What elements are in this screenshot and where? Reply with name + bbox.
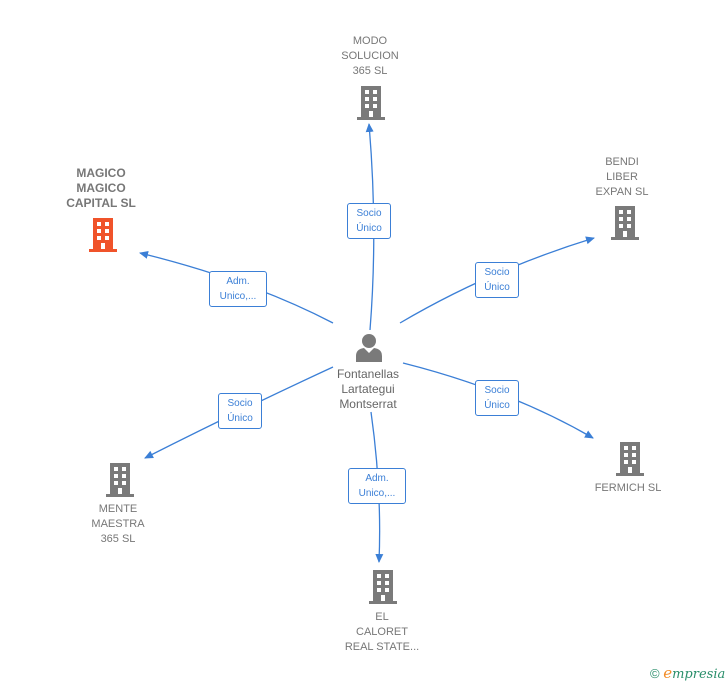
node-line: REAL STATE... bbox=[344, 641, 420, 653]
edge-line: Unico,... bbox=[219, 291, 257, 302]
node-label-magico[interactable]: MAGICO MAGICO CAPITAL SL bbox=[46, 166, 156, 211]
brand-e: e bbox=[663, 664, 673, 682]
node-line: EXPAN SL bbox=[595, 186, 649, 198]
edge-label-mente[interactable]: Socio Único bbox=[218, 393, 262, 429]
edge-line: Socio bbox=[227, 398, 253, 409]
edge-label-fermich[interactable]: Socio Único bbox=[475, 380, 519, 416]
node-line: LIBER bbox=[606, 171, 638, 183]
building-icon[interactable] bbox=[105, 461, 135, 497]
node-line: MAESTRA bbox=[91, 518, 145, 530]
center-line-1: Fontanellas bbox=[336, 367, 400, 381]
center-person-label[interactable]: Fontanellas Lartategui Montserrat bbox=[318, 367, 418, 412]
node-line: SOLUCION bbox=[341, 50, 399, 62]
edge-line: Único bbox=[227, 413, 253, 424]
building-icon[interactable] bbox=[615, 440, 645, 476]
building-icon-highlight[interactable] bbox=[88, 216, 118, 252]
node-label-fermich[interactable]: FERMICH SL bbox=[578, 481, 678, 496]
edge-line: Adm. bbox=[226, 276, 250, 287]
node-line: BENDI bbox=[605, 156, 639, 168]
edge-label-caloret[interactable]: Adm. Unico,... bbox=[348, 468, 406, 504]
brand-logo: empresia bbox=[663, 664, 726, 682]
node-line: 365 SL bbox=[352, 65, 388, 77]
edge-label-bendi[interactable]: Socio Único bbox=[475, 262, 519, 298]
edge-line: Socio bbox=[484, 267, 510, 278]
center-line-2: Lartategui bbox=[341, 382, 395, 396]
node-line: MAGICO bbox=[76, 166, 126, 180]
building-icon[interactable] bbox=[610, 204, 640, 240]
center-line-3: Montserrat bbox=[339, 397, 397, 411]
edge-line: Unico,... bbox=[358, 488, 396, 499]
footer-brand: © empresia bbox=[650, 664, 725, 682]
copyright-icon: © bbox=[650, 666, 660, 681]
person-icon[interactable] bbox=[354, 332, 384, 362]
edge-line: Socio bbox=[356, 208, 382, 219]
node-line: MAGICO bbox=[76, 181, 126, 195]
edge-line: Único bbox=[484, 400, 510, 411]
brand-rest: mpresia bbox=[672, 667, 726, 682]
node-line: CALORET bbox=[356, 626, 408, 638]
building-icon[interactable] bbox=[368, 568, 398, 604]
edge-line: Adm. bbox=[365, 473, 389, 484]
node-label-caloret[interactable]: EL CALORET REAL STATE... bbox=[332, 610, 432, 655]
node-line: FERMICH SL bbox=[594, 482, 662, 494]
edge-label-modo[interactable]: Socio Único bbox=[347, 203, 391, 239]
edge-label-magico[interactable]: Adm. Unico,... bbox=[209, 271, 267, 307]
node-line: 365 SL bbox=[100, 533, 136, 545]
edge-line: Único bbox=[484, 282, 510, 293]
building-icon[interactable] bbox=[356, 84, 386, 120]
node-label-modo[interactable]: MODO SOLUCION 365 SL bbox=[320, 34, 420, 79]
edge-line: Único bbox=[356, 223, 382, 234]
node-line: CAPITAL SL bbox=[66, 196, 136, 210]
node-label-mente[interactable]: MENTE MAESTRA 365 SL bbox=[68, 502, 168, 547]
node-line: MENTE bbox=[98, 503, 138, 515]
node-line: MODO bbox=[352, 35, 388, 47]
node-label-bendi[interactable]: BENDI LIBER EXPAN SL bbox=[572, 155, 672, 200]
edge-line: Socio bbox=[484, 385, 510, 396]
node-line: EL bbox=[375, 611, 389, 623]
